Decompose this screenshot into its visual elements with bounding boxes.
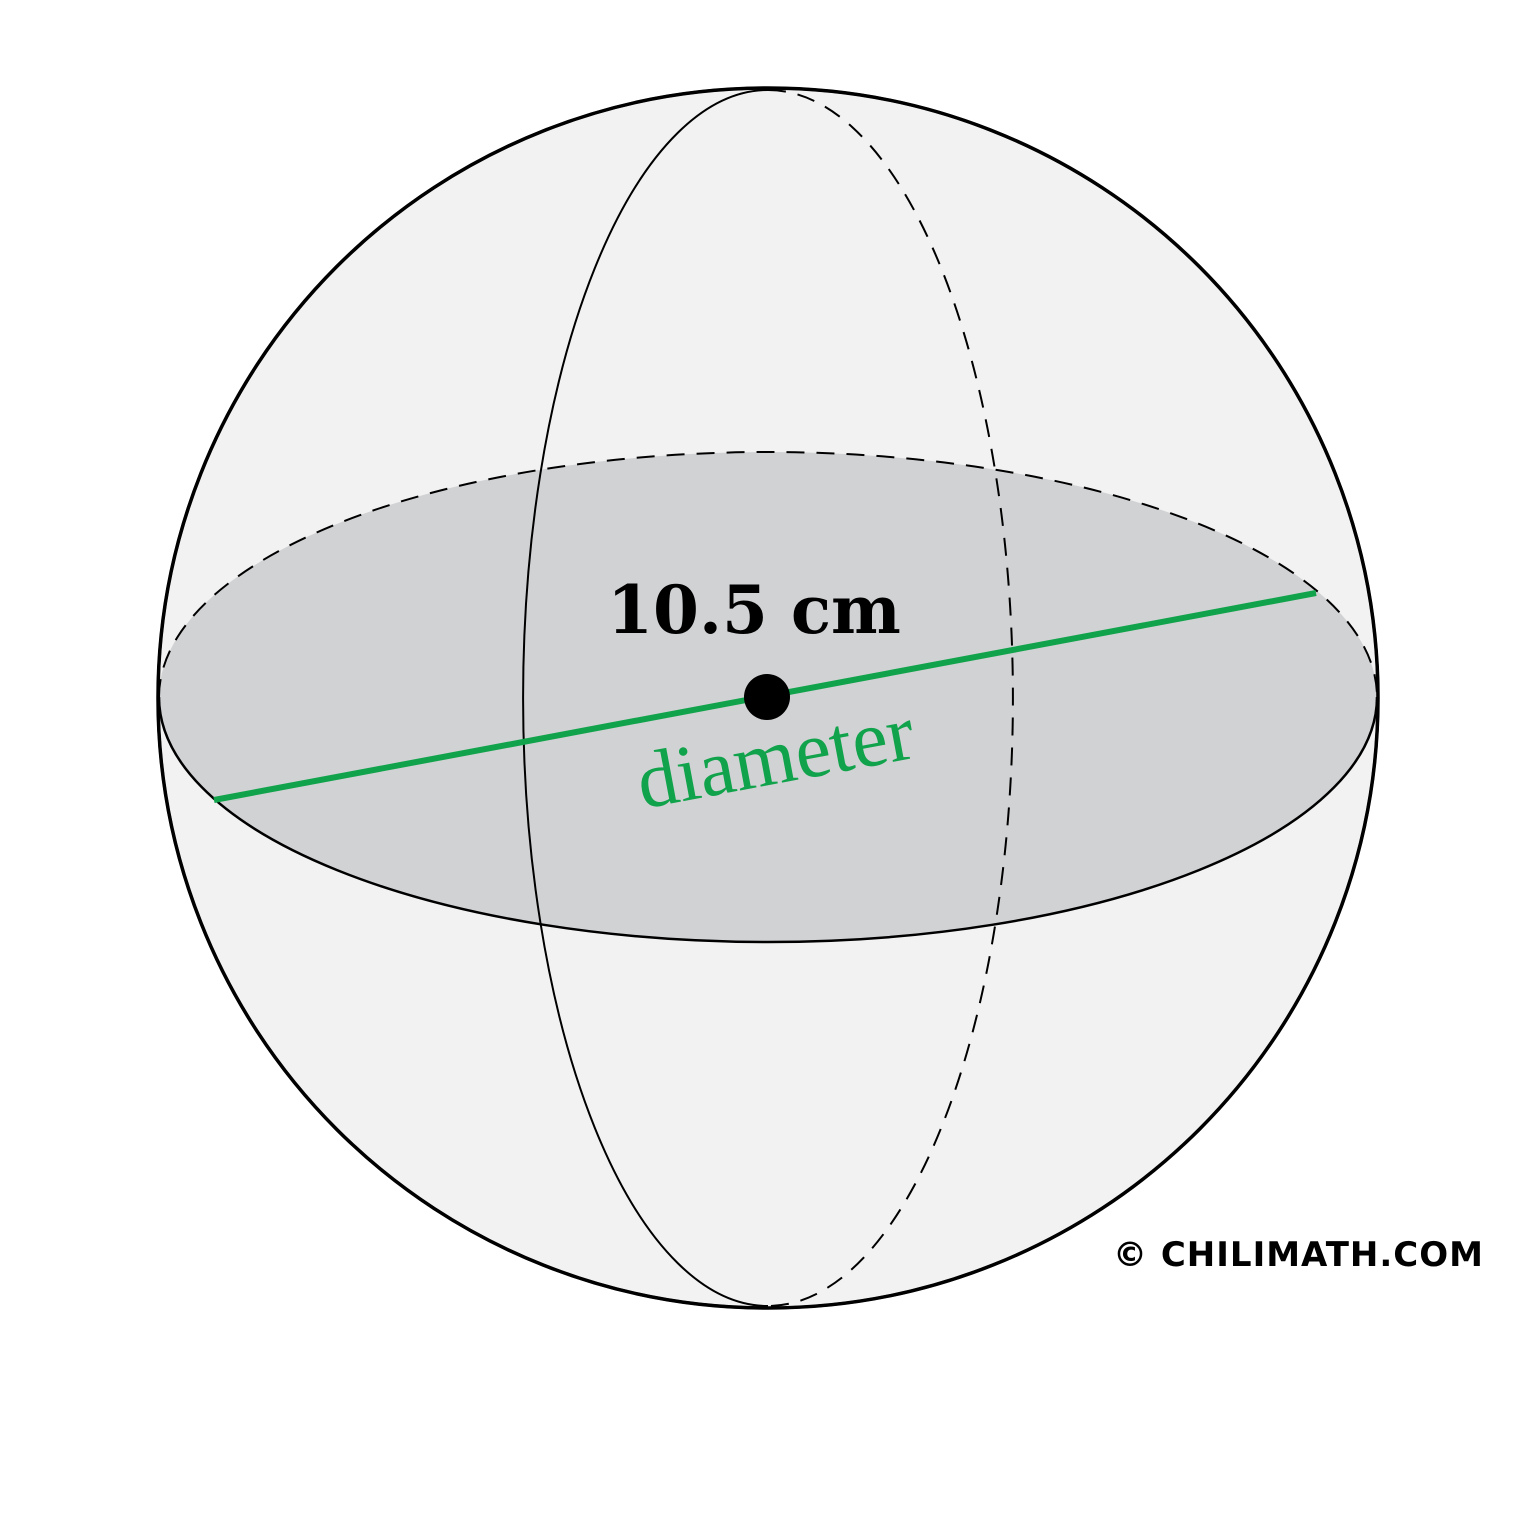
measurement-label: 10.5 cm bbox=[607, 571, 901, 649]
meridian-back-edge bbox=[767, 89, 1014, 1307]
sphere-outline bbox=[156, 86, 1380, 1310]
center-point bbox=[744, 674, 790, 720]
meridian-front-edge bbox=[522, 89, 769, 1307]
copyright-label: © CHILIMATH.COM bbox=[1113, 1235, 1484, 1275]
cross-section-front-edge bbox=[157, 696, 1379, 944]
cross-section-back-edge bbox=[158, 451, 1378, 698]
